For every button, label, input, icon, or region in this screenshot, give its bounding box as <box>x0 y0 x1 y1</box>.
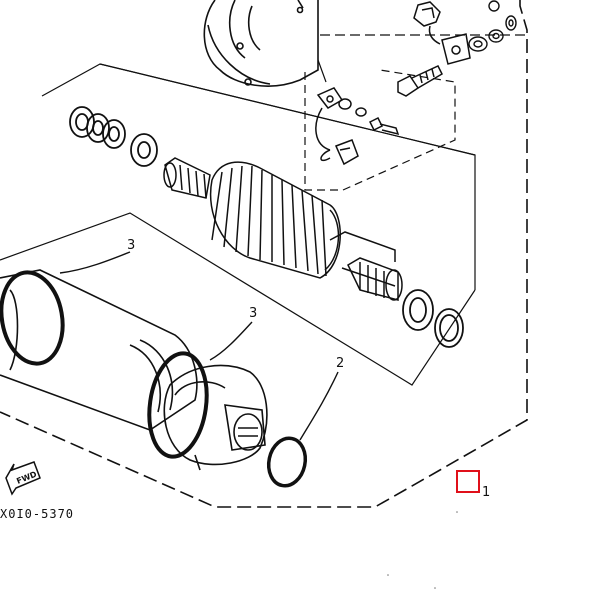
o-ring-lower <box>147 351 209 459</box>
o-ring-upper <box>0 270 65 366</box>
washer-set-top <box>468 0 517 52</box>
washer-stack-left <box>69 106 158 167</box>
lower-box <box>0 212 476 386</box>
yoke-housing <box>0 269 198 431</box>
front-cover <box>163 364 268 471</box>
armature-box <box>41 63 476 290</box>
callout-part-3-lower: 3 <box>249 306 257 321</box>
brush-holder-box <box>304 59 456 191</box>
callout-part-2: 2 <box>336 356 344 371</box>
washer-pair-right <box>402 289 464 348</box>
callout-part-1: 1 <box>482 485 490 500</box>
end-cover <box>203 0 319 87</box>
part-code: X0I0-5370 <box>0 507 74 521</box>
fwd-arrow-icon: FWD <box>5 461 41 496</box>
bolt <box>397 65 443 97</box>
terminal-bracket <box>315 87 400 166</box>
callout-part-3-upper: 3 <box>127 238 135 253</box>
o-ring-small <box>266 436 308 488</box>
armature <box>163 157 403 301</box>
scan-specks <box>387 511 458 589</box>
leader-lines <box>59 251 339 441</box>
brush-top <box>413 1 471 65</box>
highlight-box <box>456 470 480 493</box>
